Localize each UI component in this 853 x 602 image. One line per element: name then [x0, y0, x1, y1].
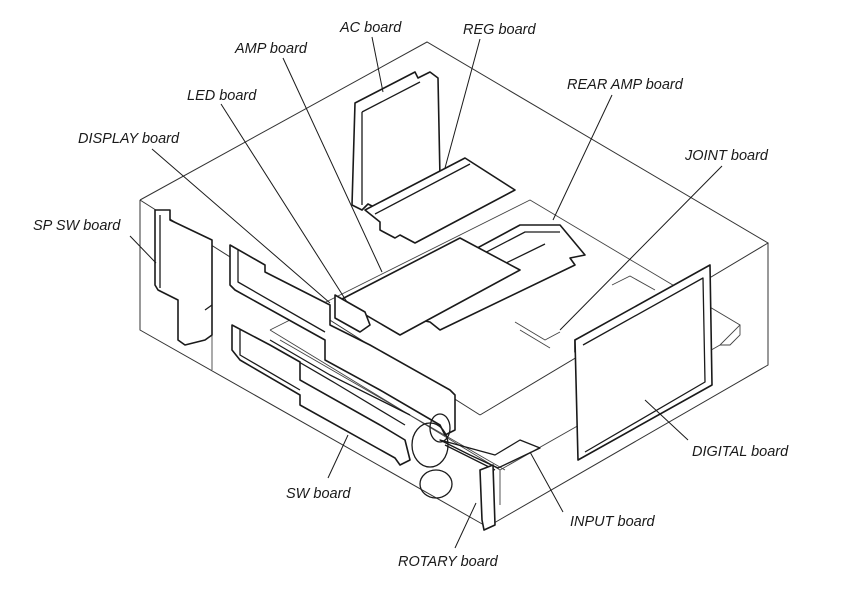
labels: AC board REG board AMP board LED board R…	[33, 20, 789, 570]
internal-plates	[269, 199, 741, 505]
reg-board-label: REG board	[463, 22, 536, 38]
sw-board	[231, 324, 411, 466]
input-board	[439, 439, 541, 471]
rotary-board	[411, 413, 496, 531]
ac-board	[351, 71, 441, 211]
display-board-label: DISPLAY board	[78, 131, 180, 147]
sp-sw-board-label: SP SW board	[33, 218, 121, 234]
joint-board-label: JOINT board	[684, 148, 769, 164]
reg-board	[364, 157, 516, 244]
leader-lines	[129, 36, 723, 549]
rear-amp-board-label: REAR AMP board	[567, 77, 684, 93]
led-board	[334, 294, 371, 333]
amp-board-label: AMP board	[234, 41, 308, 57]
ac-board-label: AC board	[339, 20, 402, 36]
digital-board-label: DIGITAL board	[692, 444, 789, 460]
rotary-board-label: ROTARY board	[398, 554, 499, 570]
led-board-label: LED board	[187, 88, 257, 104]
input-board-label: INPUT board	[570, 514, 656, 530]
sp-sw-board	[154, 209, 213, 346]
display-board	[229, 244, 456, 436]
amp-board	[339, 237, 521, 336]
sw-board-label: SW board	[286, 486, 351, 502]
digital-board	[574, 264, 713, 461]
